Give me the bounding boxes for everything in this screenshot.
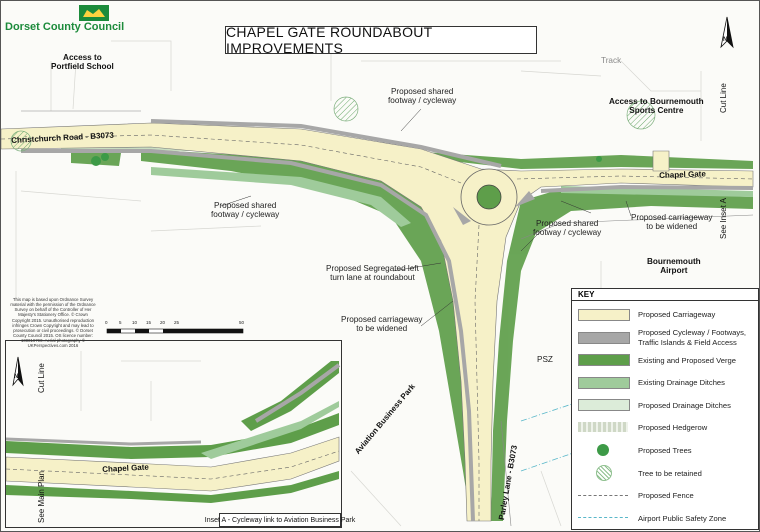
key-swatch — [578, 422, 628, 432]
key-swatch — [578, 494, 628, 496]
page-title: CHAPEL GATE ROUNDABOUT IMPROVEMENTS — [225, 24, 537, 56]
label-track: Track — [601, 56, 622, 65]
scale-tick-20: 20 — [160, 320, 166, 325]
key-item: Existing and Proposed Verge — [572, 348, 758, 372]
key-item: Proposed Trees — [572, 439, 758, 463]
key-swatch — [578, 517, 628, 519]
inset-caption: Inset A - Cycleway link to Aviation Busi… — [205, 513, 355, 527]
key-title: KEY — [572, 289, 758, 301]
key-swatch — [578, 399, 630, 412]
scale-tick-5: 5 — [119, 320, 122, 325]
inset-label-see-main-plan: See Main Plan — [37, 470, 46, 523]
key-item: Proposed Carriageway — [572, 303, 758, 327]
inset-north-label: N — [14, 374, 19, 380]
label-psz: PSZ — [537, 355, 553, 364]
scale-tick-0: 0 — [105, 320, 108, 325]
label-see-inset: See Inset A — [719, 198, 728, 239]
key-swatch — [578, 331, 630, 344]
label-cut-line: Cut Line — [719, 83, 728, 113]
scale-tick-15: 15 — [146, 320, 152, 325]
fence-lines — [21, 110, 754, 527]
scale-tick-25: 25 — [174, 320, 180, 325]
council-logo-crest — [79, 5, 109, 21]
label-segregated-lane: Proposed Segregated left turn lane at ro… — [326, 264, 419, 283]
key-swatch — [578, 309, 630, 321]
key-label: Airport Public Safety Zone — [638, 513, 727, 523]
label-access-portfield: Access to Portfield School — [51, 53, 114, 72]
key-label: Proposed Carriageway — [638, 310, 716, 320]
road-markings — [1, 134, 754, 521]
key-item: Proposed Hedgerow — [572, 416, 758, 440]
label-shared-left: Proposed shared footway / cycleway — [211, 201, 280, 220]
org-name: Dorset County Council — [5, 21, 125, 33]
north-arrow-main — [720, 16, 734, 49]
scale-tick-10: 10 — [132, 320, 138, 325]
key-swatch — [596, 465, 612, 482]
key-label: Tree to be retained — [638, 468, 702, 478]
scale-tick-50: 50 — [239, 320, 245, 325]
key-item: Existing Drainage Ditches — [572, 371, 758, 395]
key-swatch — [578, 376, 630, 389]
roundabout — [453, 168, 535, 226]
inset-label-cut-line: Cut Line — [37, 363, 46, 393]
key-item: Airport Public Safety Zone — [572, 506, 758, 530]
label-chapel-gate: Chapel Gate — [659, 169, 706, 180]
north-label: N — [723, 37, 728, 43]
leader-lines — [220, 108, 632, 327]
retained-trees — [10, 96, 656, 152]
label-shared-right: Proposed shared footway / cycleway — [533, 219, 602, 238]
key-item: Proposed Drainage Ditches — [572, 393, 758, 417]
scale-bar — [106, 328, 244, 334]
key-swatch — [597, 443, 609, 456]
label-widen-lower: Proposed carriageway to be widened — [341, 315, 423, 334]
key-label: Existing and Proposed Verge — [638, 355, 736, 365]
north-arrow-inset — [12, 356, 24, 387]
carriageway — [1, 122, 754, 522]
key-item: Proposed Cycleway / Footways, Traffic Is… — [572, 326, 758, 350]
label-airport: Bournemouth Airport — [647, 257, 701, 276]
key-label: Existing Drainage Ditches — [638, 378, 725, 388]
cycleway-strips — [21, 119, 754, 522]
key-label: Proposed Hedgerow — [638, 423, 708, 433]
proposed-trees — [91, 153, 602, 166]
inset-frame — [5, 340, 342, 528]
label-widen-right: Proposed carriageway to be widened — [631, 213, 713, 232]
inset-map — [5, 341, 341, 525]
key-label: Proposed Drainage Ditches — [638, 400, 731, 410]
key-label: Proposed Fence — [638, 491, 694, 501]
label-access-bournemouth: Access to Bournemouth Sports Centre — [609, 97, 704, 116]
label-shared-top: Proposed shared footway / cycleway — [388, 87, 457, 106]
key-item: Tree to be retained — [572, 461, 758, 485]
key-label: Proposed Cycleway / Footways, Traffic Is… — [638, 328, 747, 347]
key-item: Proposed Fence — [572, 484, 758, 508]
key-swatch — [578, 354, 630, 367]
key-label: Proposed Trees — [638, 446, 692, 456]
